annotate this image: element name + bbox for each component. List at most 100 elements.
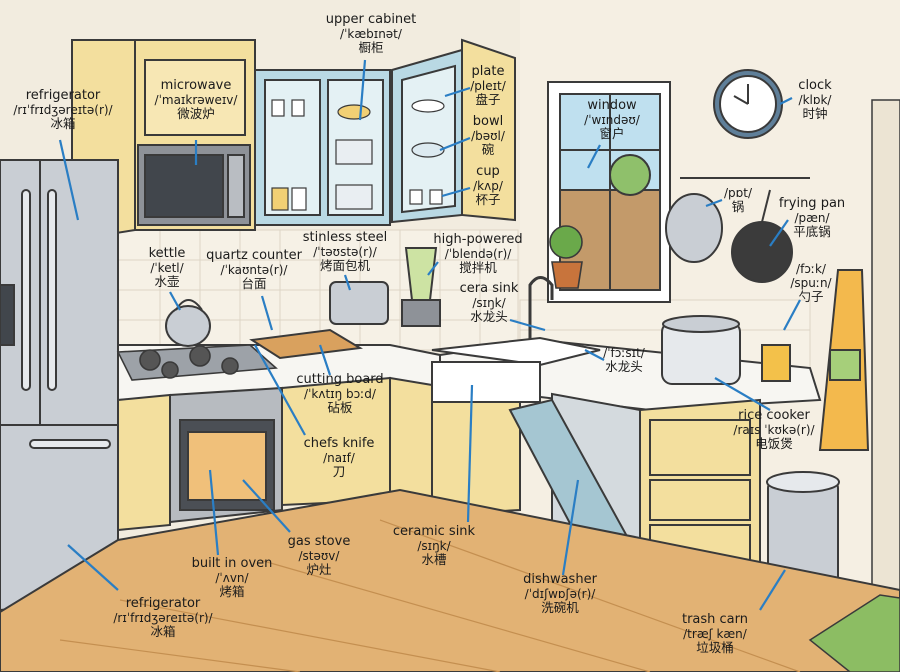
label-ipa: /ˈwɪndəʊ/ xyxy=(584,113,640,128)
label-en: trash carn xyxy=(681,612,749,627)
gas-stove-top xyxy=(116,344,278,381)
label-cutting-board: cutting board /ˈkʌtɪŋ bɔːd/ 砧板 xyxy=(292,372,388,416)
label-microwave: microwave /ˈmaɪkrəweɪv/ 微波炉 xyxy=(140,78,252,122)
label-zh: 电饭煲 xyxy=(755,436,793,452)
label-chefs-knife: chefs knife /naɪf/ 刀 xyxy=(300,436,378,480)
label-refrigerator-top: refrigerator /rɪˈfrɪdʒəreɪtə(r)/ 冰箱 xyxy=(4,88,122,132)
label-pot: /pɒt/ 锅 xyxy=(716,186,760,215)
potted-plant xyxy=(549,225,583,289)
label-zh: 垃圾桶 xyxy=(696,640,734,656)
label-zh: 搅拌机 xyxy=(459,260,497,276)
label-ipa: /pæn/ xyxy=(794,211,830,226)
label-en: built in oven xyxy=(191,556,273,571)
label-zh: 窗户 xyxy=(599,126,625,142)
label-zh: 炉灶 xyxy=(306,562,332,578)
label-zh: 碗 xyxy=(481,142,495,158)
label-en: ceramic sink xyxy=(392,524,476,539)
label-zh: 烤箱 xyxy=(219,584,245,600)
label-en: rice cooker xyxy=(738,408,810,423)
label-gas-stove: gas stove /stəʊv/ 炉灶 xyxy=(282,534,356,578)
label-zh: 水壶 xyxy=(154,274,180,290)
label-quartz-counter: quartz counter /ˈkaʊntə(r)/ 台面 xyxy=(204,248,304,292)
label-ipa: /bəʊl/ xyxy=(471,129,505,144)
label-clock: clock /klɒk/ 时钟 xyxy=(788,78,842,122)
wall-clock xyxy=(713,69,783,139)
label-blender: high-powered /ˈblendə(r)/ 搅拌机 xyxy=(430,232,526,276)
label-ipa: /pɒt/ xyxy=(723,186,753,200)
label-zh: 时钟 xyxy=(802,106,828,122)
label-en: high-powered xyxy=(433,232,523,247)
label-stainless-steel: stinless steel /ˈtəʊstə(r)/ 烤面包机 xyxy=(298,230,392,274)
label-trash-can: trash carn /træʃ kæn/ 垃圾桶 xyxy=(672,612,758,656)
sink-basin xyxy=(431,336,601,403)
label-en: kettle xyxy=(148,246,186,261)
toaster-item xyxy=(329,281,389,325)
label-zh: 台面 xyxy=(241,276,267,292)
label-zh: 刀 xyxy=(332,464,346,480)
label-ipa: /ˈfɔːsɪt/ xyxy=(603,346,645,360)
label-rice-cooker: rice cooker /raɪs ˈkʊkə(r)/ 电饭煲 xyxy=(730,408,818,452)
label-frying-pan: frying pan /pæn/ 平底锅 xyxy=(776,196,848,240)
label-ipa: /stəʊv/ xyxy=(298,549,340,564)
floor-rug xyxy=(808,594,900,672)
label-en: refrigerator xyxy=(125,596,201,611)
label-ipa: /klɒk/ xyxy=(798,93,832,108)
label-refrigerator-bottom: refrigerator /rɪˈfrɪdʒəreɪtə(r)/ 冰箱 xyxy=(104,596,222,640)
label-en: frying pan xyxy=(778,196,846,211)
label-cup: cup /kʌp/ 杯子 xyxy=(462,164,514,208)
refrigerator-appliance xyxy=(0,159,119,612)
label-en: stinless steel xyxy=(302,230,388,245)
label-faucet-sink: cera sink /sɪŋk/ 水龙头 xyxy=(458,281,520,325)
label-ipa: /naɪf/ xyxy=(323,451,355,466)
label-ipa: /raɪs ˈkʊkə(r)/ xyxy=(733,423,815,438)
utensil-holder xyxy=(761,344,791,382)
label-zh: 烤面包机 xyxy=(319,258,370,274)
label-en: cera sink xyxy=(459,281,519,296)
label-zh: 水龙头 xyxy=(605,359,643,375)
label-ipa: /træʃ kæn/ xyxy=(683,627,747,642)
label-ipa: /ˈblendə(r)/ xyxy=(444,247,512,262)
label-ipa: /ˈketl/ xyxy=(150,261,184,276)
label-ipa: /kʌp/ xyxy=(473,179,503,194)
label-ipa: /ˈʌvn/ xyxy=(215,571,249,586)
label-ipa: /fɔːk/ /spuːn/ xyxy=(790,262,832,291)
label-zh: 盘子 xyxy=(475,92,501,108)
cutting-board-item xyxy=(249,328,363,360)
leader-lines xyxy=(58,59,801,611)
label-bowl: bowl /bəʊl/ 碗 xyxy=(462,114,514,158)
label-ipa: /ˈmaɪkrəweɪv/ xyxy=(154,93,238,108)
label-zh: 微波炉 xyxy=(177,106,215,122)
label-spoon: /fɔːk/ /spuːn/ 勺子 xyxy=(782,262,840,305)
label-en: gas stove xyxy=(287,534,351,549)
label-en: upper cabinet xyxy=(325,12,417,27)
label-en: dishwasher xyxy=(523,572,597,587)
label-zh: 砧板 xyxy=(327,400,353,416)
label-ipa: /ˈkʌtɪŋ bɔːd/ xyxy=(304,387,376,402)
label-ipa: /rɪˈfrɪdʒəreɪtə(r)/ xyxy=(113,611,213,626)
label-kettle: kettle /ˈketl/ 水壶 xyxy=(140,246,194,290)
label-built-in-oven: built in oven /ˈʌvn/ 烤箱 xyxy=(184,556,280,600)
label-en: refrigerator xyxy=(25,88,101,103)
microwave-appliance xyxy=(137,144,251,226)
label-faucet-2: /ˈfɔːsɪt/ 水龙头 xyxy=(594,346,654,375)
dishes xyxy=(271,99,445,211)
label-ipa: /sɪŋk/ xyxy=(472,296,506,311)
label-zh: 冰箱 xyxy=(150,624,176,640)
label-ceramic-sink: ceramic sink /sɪŋk/ 水槽 xyxy=(386,524,482,568)
kettle-item xyxy=(165,299,211,347)
rice-cooker-item xyxy=(661,315,741,385)
label-dishwasher: dishwasher /ˈdɪʃwɒʃə(r)/ 洗碗机 xyxy=(510,572,610,616)
label-en: microwave xyxy=(160,78,232,93)
label-en: cup xyxy=(476,164,500,179)
label-zh: 勺子 xyxy=(798,289,824,305)
label-zh: 水龙头 xyxy=(470,309,508,325)
label-zh: 冰箱 xyxy=(50,116,76,132)
label-upper-cabinet: upper cabinet /ˈkæbɪnət/ 橱柜 xyxy=(315,12,427,56)
label-zh: 平底锅 xyxy=(793,224,831,240)
label-ipa: /ˈkæbɪnət/ xyxy=(340,27,402,42)
label-ipa: /rɪˈfrɪdʒəreɪtə(r)/ xyxy=(13,103,113,118)
label-zh: 洗碗机 xyxy=(541,600,579,616)
label-en: plate xyxy=(471,64,505,79)
label-zh: 杯子 xyxy=(475,192,501,208)
